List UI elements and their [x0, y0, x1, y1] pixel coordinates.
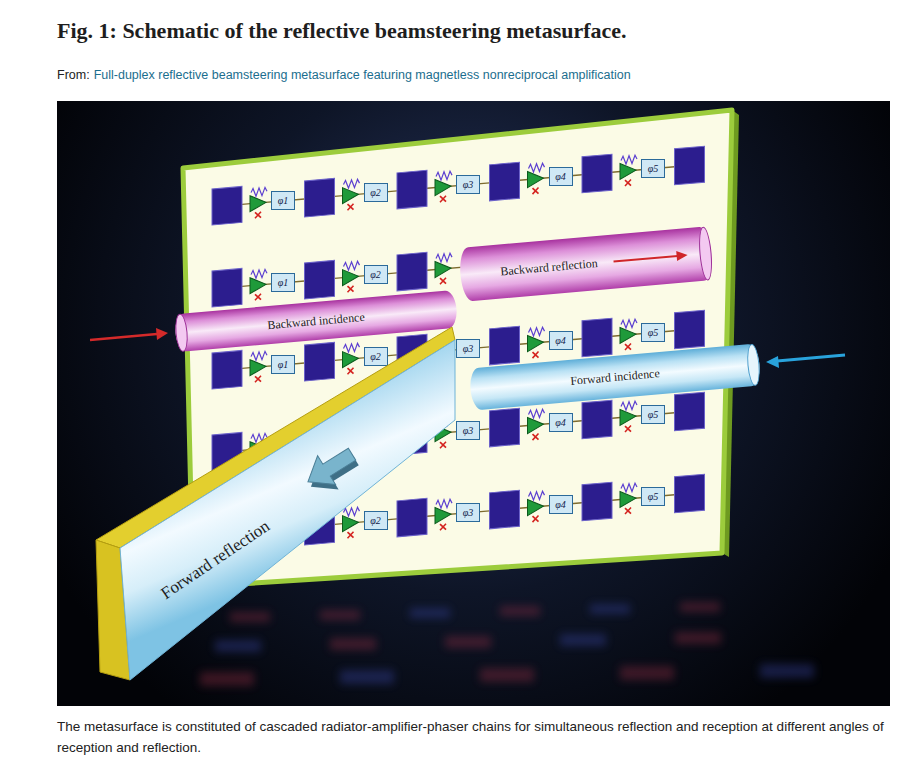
phaser-box: φ3	[456, 339, 480, 358]
beam-end	[746, 343, 762, 386]
phaser-box: φ1	[271, 355, 295, 374]
source-prefix: From:	[57, 68, 90, 82]
phase-label: φ4	[555, 171, 566, 183]
phase-label: φ2	[370, 187, 381, 199]
phaser-box: φ2	[364, 347, 388, 366]
phaser-box: φ4	[549, 495, 573, 514]
phaser-box: φ4	[549, 331, 573, 350]
phaser-box: φ3	[456, 421, 480, 440]
phase-label: φ5	[648, 163, 659, 175]
beam-label: Backward reflection	[500, 256, 599, 279]
phase-label: φ1	[278, 195, 289, 207]
phase-label: φ3	[463, 507, 474, 519]
slab-front-face	[120, 340, 455, 680]
arrow-shaft	[614, 256, 678, 262]
incident-arrow	[90, 328, 168, 340]
title-block: Fig. 1: Schematic of the reflective beam…	[57, 18, 897, 44]
phase-label: φ2	[370, 515, 381, 527]
beam-end	[697, 226, 714, 281]
beam-label: Forward incidence	[570, 366, 661, 389]
phaser-box: φ4	[549, 413, 573, 432]
figure-title: Fig. 1: Schematic of the reflective beam…	[57, 18, 627, 44]
phase-label: φ3	[463, 179, 474, 191]
phase-label: φ1	[278, 359, 289, 371]
phase-label: φ4	[555, 499, 566, 511]
phaser-box: φ2	[364, 183, 388, 202]
phaser-box: φ1	[271, 191, 295, 210]
source-line: From: Full-duplex reflective beamsteering…	[57, 65, 897, 83]
phaser-box: φ5	[641, 159, 665, 178]
phaser-box: φ3	[456, 503, 480, 522]
phaser-box: φ5	[641, 323, 665, 342]
pink-beam: Backward reflection	[458, 226, 714, 302]
floor-reflection	[200, 602, 814, 686]
phase-label: φ3	[463, 343, 474, 355]
chain-row	[212, 310, 705, 389]
phase-label: φ5	[648, 409, 659, 421]
phase-label: φ5	[648, 491, 659, 503]
source-link: Full-duplex reflective beamsteering meta…	[94, 68, 631, 82]
phase-label: φ2	[370, 269, 381, 281]
phase-label: φ1	[278, 277, 289, 289]
reflected-beam-slab: Forward reflection	[90, 315, 465, 690]
slab-outline	[90, 315, 465, 690]
phaser-box: φ2	[364, 511, 388, 530]
figure-caption: The metasurface is constituted of cascad…	[57, 716, 893, 758]
phase-label: φ4	[555, 335, 566, 347]
blue-beam: Forward incidence	[469, 343, 762, 410]
beam-label: Backward incidence	[267, 309, 366, 332]
phase-label: φ5	[648, 327, 659, 339]
incident-arrow	[766, 355, 845, 368]
phase-label: φ4	[555, 417, 566, 429]
pink-beam: Backward incidence	[174, 290, 458, 352]
phaser-box: φ4	[549, 167, 573, 186]
caption-block: The metasurface is constituted of cascad…	[57, 716, 893, 758]
phaser-box: φ1	[271, 273, 295, 292]
chain-row	[212, 146, 705, 225]
phaser-box: φ5	[641, 405, 665, 424]
phaser-box: φ5	[641, 487, 665, 506]
phase-label: φ3	[463, 425, 474, 437]
direction-arrow	[299, 440, 361, 496]
phaser-box: φ3	[456, 175, 480, 194]
phaser-box: φ2	[364, 265, 388, 284]
phase-label: φ2	[370, 351, 381, 363]
dark-background	[57, 101, 890, 706]
arrow-head	[676, 250, 688, 261]
beam-end	[174, 313, 189, 352]
